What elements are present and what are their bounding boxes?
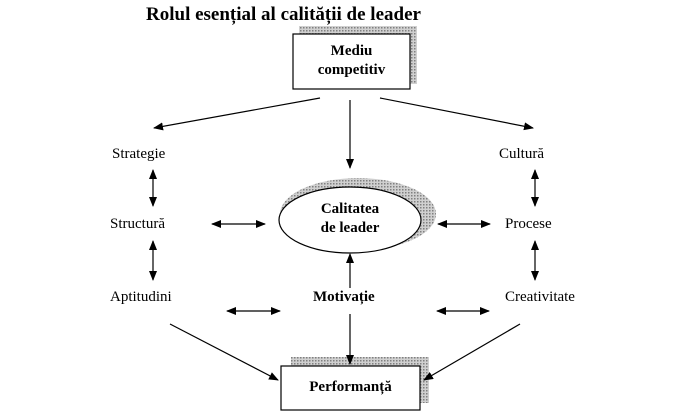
mediu-label: Mediu competitiv <box>293 42 410 80</box>
mediu-box <box>292 33 411 90</box>
procese-label: Procese <box>505 216 552 232</box>
arrow-creativitate-performanta <box>423 323 521 381</box>
diagram-title: Rolul esențial al calității de leader <box>146 4 421 25</box>
arrow-aptitudini-performanta <box>169 323 279 381</box>
performanta-box <box>280 365 421 411</box>
calitatea-label-line1: Calitatea <box>320 201 380 217</box>
arrow-mediu-cultura <box>379 97 534 131</box>
mediu-label-line1: Mediu <box>330 43 373 59</box>
motivatie-label: Motivație <box>313 289 375 305</box>
structura-label: Structură <box>110 216 165 232</box>
calitatea-label: Calitatea de leader <box>285 200 415 238</box>
aptitudini-label: Aptitudini <box>110 289 172 305</box>
calitatea-label-line2: de leader <box>320 220 380 236</box>
performanta-label: Performanță <box>309 379 392 395</box>
creativitate-label: Creativitate <box>505 289 575 305</box>
cultura-label: Cultură <box>499 146 544 162</box>
arrow-mediu-strategie <box>153 97 321 131</box>
strategie-label: Strategie <box>112 146 166 162</box>
mediu-label-line2: competitiv <box>317 62 386 78</box>
